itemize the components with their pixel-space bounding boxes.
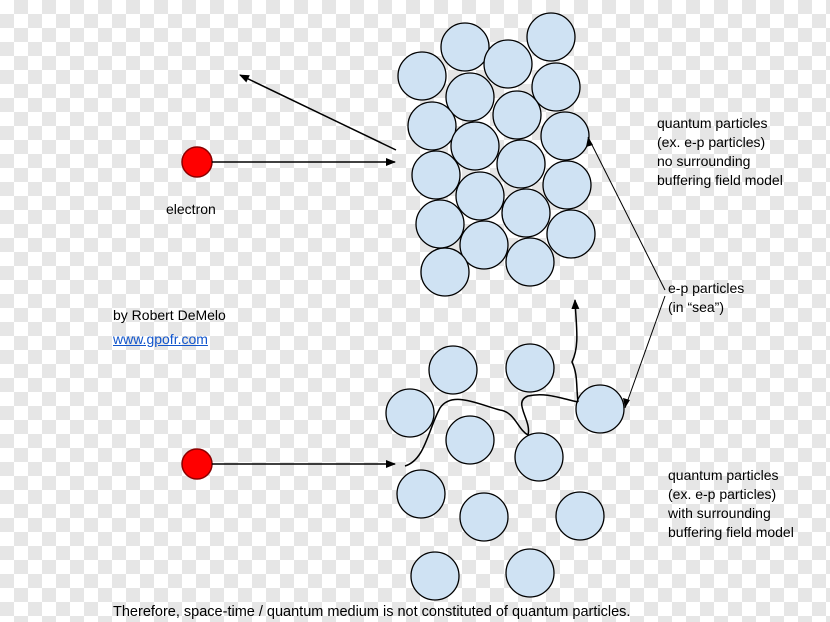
top-particle-8 (492, 90, 542, 140)
top-particle-5 (445, 72, 495, 122)
pointer-arrowhead-bottom (623, 398, 630, 408)
bottom-particle-7 (396, 469, 446, 519)
top-particle-13 (455, 171, 505, 221)
bottom-particle-6 (514, 432, 564, 482)
top-particle-9 (450, 121, 500, 171)
top-particle-17 (459, 220, 509, 270)
bottom-group-line-4: buffering field model (668, 524, 794, 540)
pointer-line-top (587, 136, 666, 291)
website-link[interactable]: www.gpofr.com (113, 331, 208, 347)
top-particle-4 (483, 39, 533, 89)
bottom-group-label: quantum particles (ex. e-p particles) wi… (668, 466, 794, 542)
top-particle-1 (440, 22, 490, 72)
electron-top (181, 146, 213, 178)
electron-bottom (181, 448, 213, 480)
author-label: by Robert DeMelo (113, 307, 226, 323)
bottom-group-line-2: (ex. e-p particles) (668, 486, 777, 502)
electron-label: electron (166, 201, 216, 217)
top-particle-cluster (397, 12, 596, 297)
sea-group-line-1: e-p particles (668, 280, 745, 296)
bottom-particle-10 (410, 551, 460, 601)
top-particle-10 (540, 111, 590, 161)
upward-arrow (571, 299, 580, 403)
top-particle-16 (501, 188, 551, 238)
bottom-particle-4 (445, 415, 495, 465)
top-particle-19 (420, 247, 470, 297)
pointer-line-bottom (624, 295, 666, 409)
top-particle-6 (531, 62, 581, 112)
sea-group-line-2: (in “sea”) (668, 299, 725, 315)
bottom-particle-5 (575, 384, 625, 434)
bottom-group-line-1: quantum particles (668, 467, 779, 483)
top-particle-2 (526, 12, 576, 62)
top-group-line-3: no surrounding (657, 153, 751, 169)
bottom-particle-11 (505, 548, 555, 598)
top-particle-11 (411, 150, 461, 200)
bottom-particle-8 (459, 492, 509, 542)
sea-group-label: e-p particles (in “sea”) (668, 279, 744, 317)
bottom-group-line-3: with surrounding (668, 505, 771, 521)
top-particle-18 (546, 209, 596, 259)
top-particle-14 (542, 160, 592, 210)
top-particle-15 (415, 199, 465, 249)
bottom-particle-3 (385, 388, 435, 438)
pointer-arrowhead-top (586, 137, 593, 147)
top-group-line-1: quantum particles (657, 115, 768, 131)
bottom-particle-cluster (385, 343, 625, 601)
top-group-label: quantum particles (ex. e-p particles) no… (657, 114, 783, 190)
deflection-arrow (239, 74, 397, 151)
top-particle-7 (407, 101, 457, 151)
conclusion-text: Therefore, space-time / quantum medium i… (113, 604, 631, 620)
top-group-line-4: buffering field model (657, 172, 783, 188)
top-particle-20 (505, 237, 555, 287)
bottom-particle-2 (505, 343, 555, 393)
bottom-particle-9 (555, 491, 605, 541)
top-group-line-2: (ex. e-p particles) (657, 134, 766, 150)
buffering-field-path (404, 393, 579, 467)
top-particle-3 (397, 51, 447, 101)
top-particle-12 (496, 139, 546, 189)
bottom-particle-1 (428, 345, 478, 395)
